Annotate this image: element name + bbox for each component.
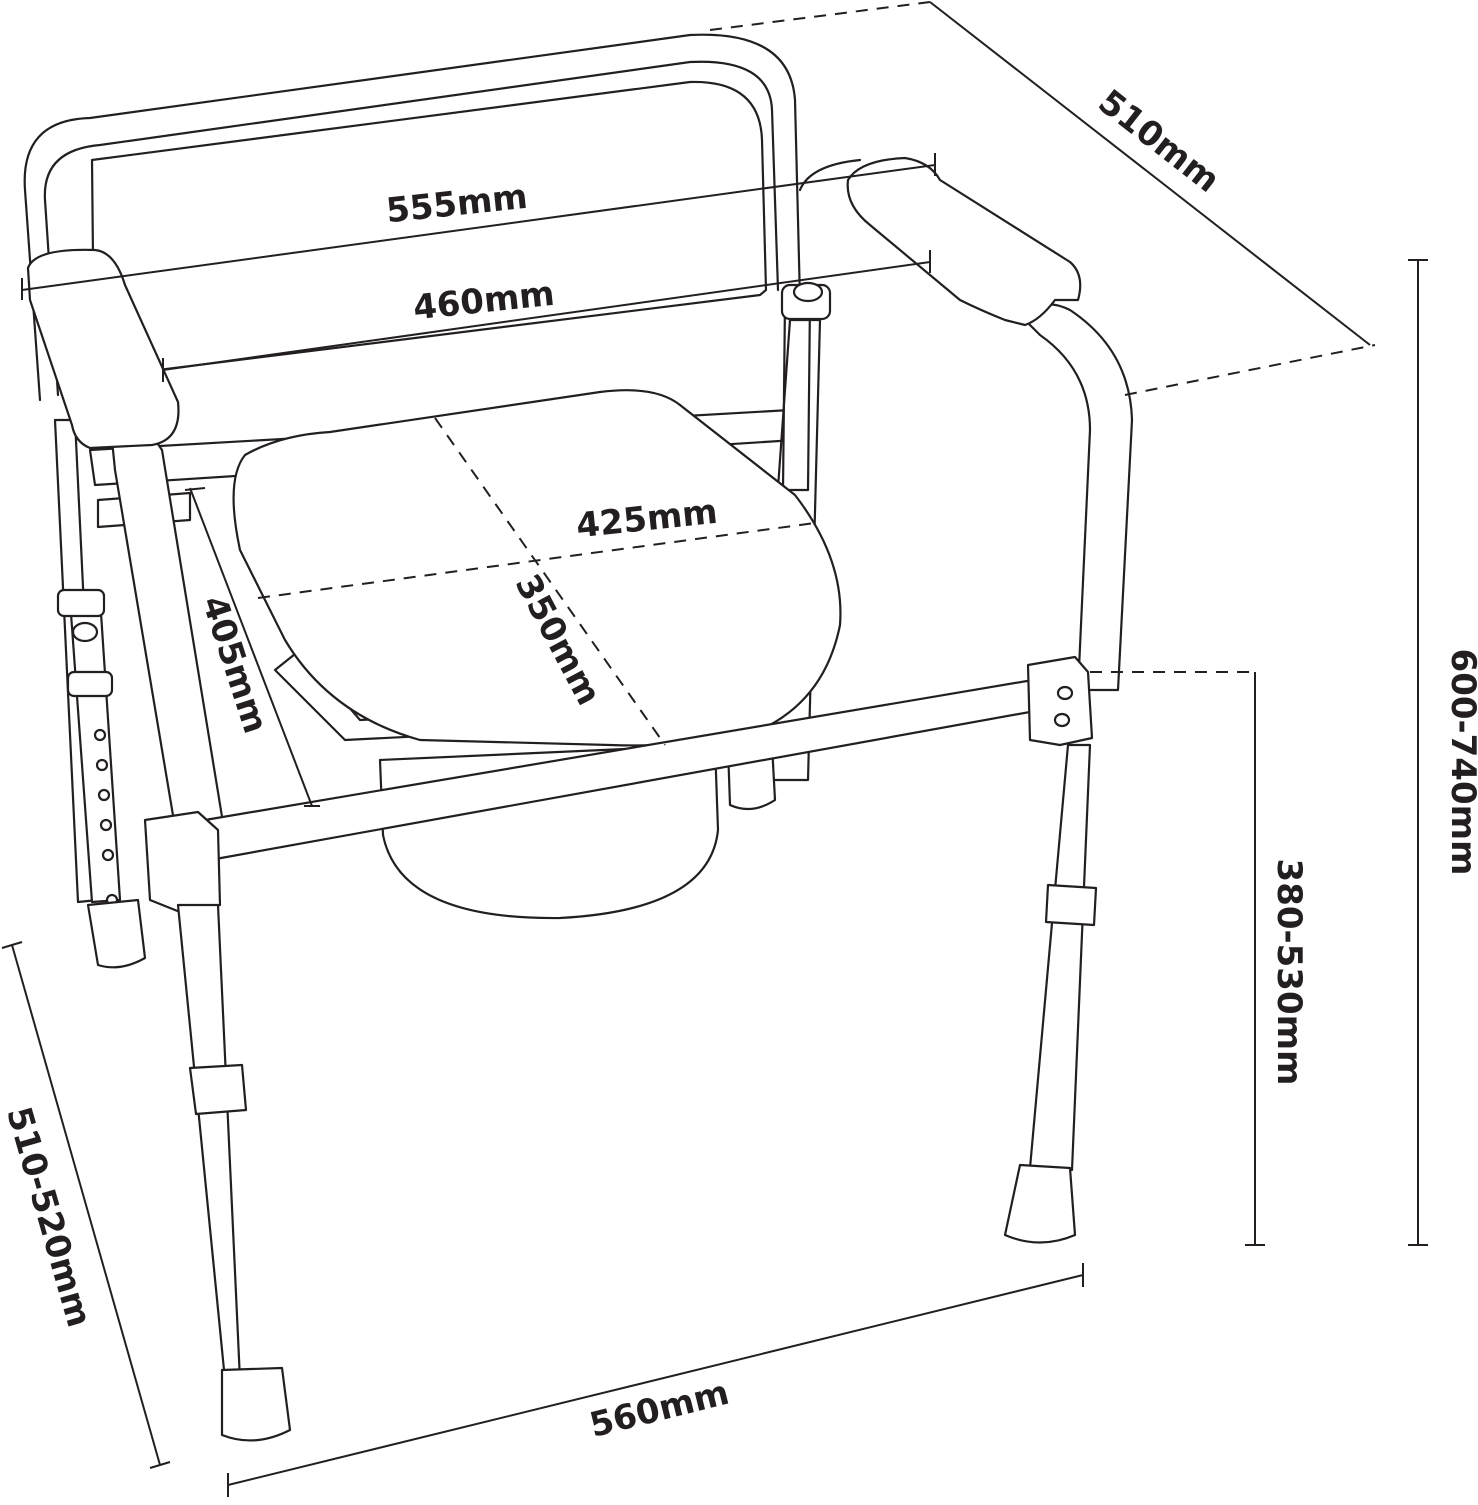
dim-dash-510-top [709,1,931,31]
right-armrest-pad [846,156,1082,327]
label-510-520mm: 510-520mm [0,1102,99,1331]
rear-left-clamp-lower [66,670,114,698]
dim-line-510 [929,1,1371,346]
dim-line-460 [162,261,931,371]
label-510mm: 510mm [1091,82,1227,201]
left-front-leg [176,903,242,1382]
dim-line-405 [189,487,313,807]
rear-right-leg [781,298,812,492]
right-front-leg [1028,743,1092,1172]
label-460mm: 460mm [411,274,556,329]
right-armrest-frame [798,158,862,192]
label-380-530mm: 380-530mm [1269,859,1309,1086]
right-front-leg-clamp [1044,883,1098,927]
backrest-frame [23,33,802,402]
label-600-740mm: 600-740mm [1443,649,1478,876]
label-560mm: 560mm [586,1373,733,1446]
rear-right-bolt [792,281,824,303]
right-armrest-tube [1023,303,1134,692]
left-front-clamp [143,810,222,914]
dim-line-560 [227,1274,1084,1486]
right-front-bolt-upper [1056,685,1074,701]
dimension-lines [1,1,1428,1497]
rear-left-foot [86,898,147,969]
commode-chair-illustration [23,33,1134,1442]
dim-line-425 [257,522,816,599]
dim-dash-510-bottom [1124,344,1376,396]
dim-tick [149,1461,171,1469]
adjustment-holes [93,728,119,907]
right-front-foot [1003,1163,1077,1244]
dim-line-555 [21,164,936,291]
dim-tick [184,487,206,491]
left-front-foot [220,1366,292,1442]
rear-left-clamp-upper [56,588,106,618]
dim-tick [1,941,23,949]
right-front-clamp [1026,655,1094,747]
left-front-leg-clamp [188,1063,248,1116]
rear-left-bolt [71,621,99,643]
right-front-bolt-lower [1053,712,1071,728]
dim-line-350 [434,417,666,746]
commode-seat [232,389,842,747]
backrest-panel [90,80,768,377]
dim-line-510-520 [11,944,161,1466]
backrest-frame-inner [43,60,780,397]
left-armrest-pad [26,248,180,450]
